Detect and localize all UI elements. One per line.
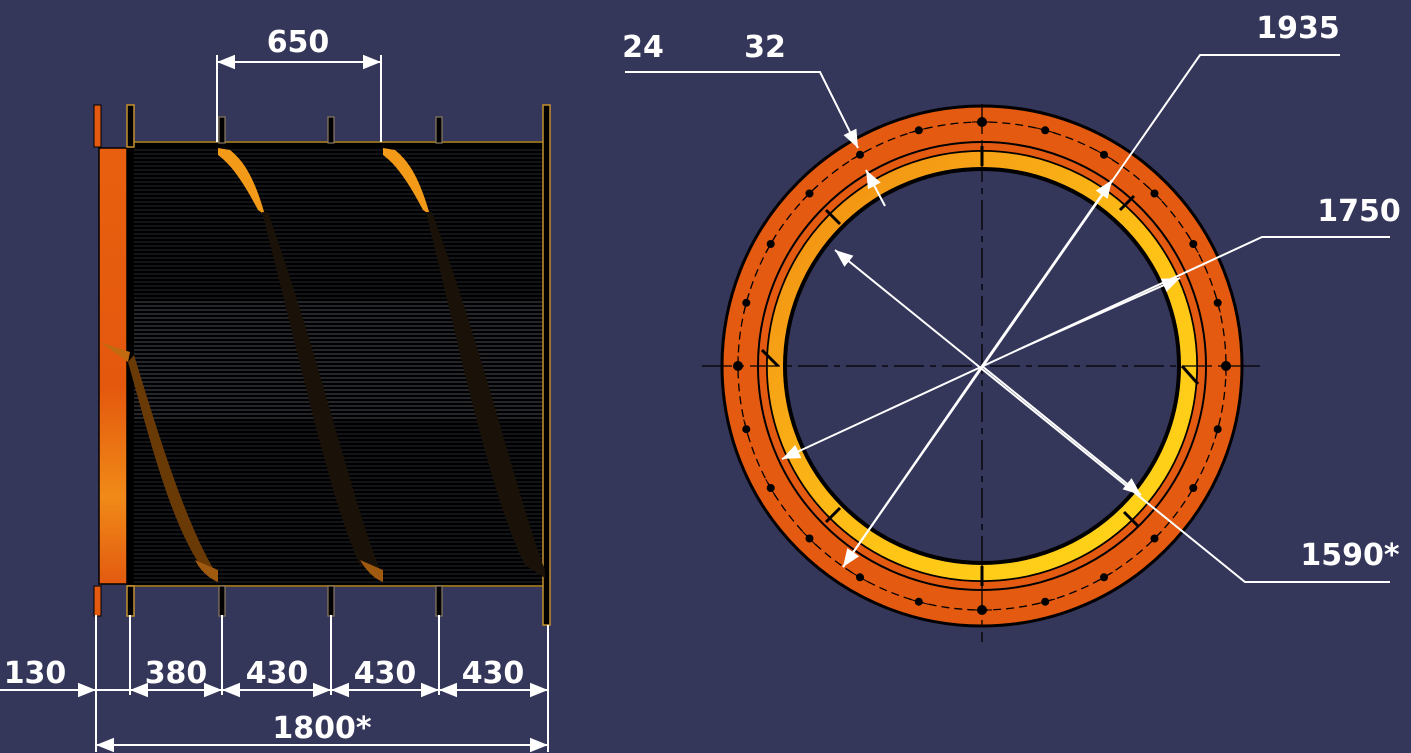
bolt-tick xyxy=(1214,419,1221,439)
bolt-tick xyxy=(1187,479,1199,497)
side-stiffener-ribs xyxy=(218,116,443,617)
bolt-tick xyxy=(909,598,929,605)
front-view: 24 32 1935 1750 1590* xyxy=(622,11,1401,642)
segment-label-2: 380 xyxy=(145,656,208,691)
bolt-tick xyxy=(802,531,817,546)
bolt-tick xyxy=(1095,149,1113,161)
mid-diameter-label: 1750 xyxy=(1317,194,1401,229)
ring-width-label: 32 xyxy=(744,30,786,65)
segment-label-4: 430 xyxy=(354,656,417,691)
segment-label-5: 430 xyxy=(462,656,525,691)
pitch-label: 650 xyxy=(267,25,330,60)
bolt-tick xyxy=(909,127,929,134)
overall-length-label: 1800* xyxy=(272,711,371,746)
segment-label-1: 130 xyxy=(4,656,67,691)
bolt-tick xyxy=(765,235,777,253)
front-dimension-leaders xyxy=(625,54,1390,583)
side-body xyxy=(127,142,547,586)
bolt-tick xyxy=(802,186,817,201)
side-extension-lines xyxy=(95,55,549,752)
bolt-tick xyxy=(1187,235,1199,253)
outer-diameter-label: 1935 xyxy=(1256,11,1340,46)
segment-label-3: 430 xyxy=(246,656,309,691)
bolt-tick xyxy=(1147,531,1162,546)
side-helix-strips xyxy=(100,148,545,582)
flange-thickness-label: 24 xyxy=(622,30,664,65)
front-bolt-holes xyxy=(733,117,1231,615)
bolt-tick xyxy=(1147,186,1162,201)
bolt-tick xyxy=(1035,598,1055,605)
bolt-tick xyxy=(851,149,869,161)
side-left-flange xyxy=(98,147,128,585)
bolt-tick xyxy=(1214,293,1221,313)
bolt-tick xyxy=(1035,127,1055,134)
side-view: 650 130 380 430 430 430 1800* xyxy=(0,25,551,753)
bolt-tick xyxy=(743,293,750,313)
bolt-tick xyxy=(1095,571,1113,583)
side-right-plate xyxy=(542,104,551,626)
bolt-tick xyxy=(743,419,750,439)
inner-diameter-label: 1590* xyxy=(1300,538,1399,573)
bolt-tick xyxy=(851,571,869,583)
bolt-tick xyxy=(765,479,777,497)
